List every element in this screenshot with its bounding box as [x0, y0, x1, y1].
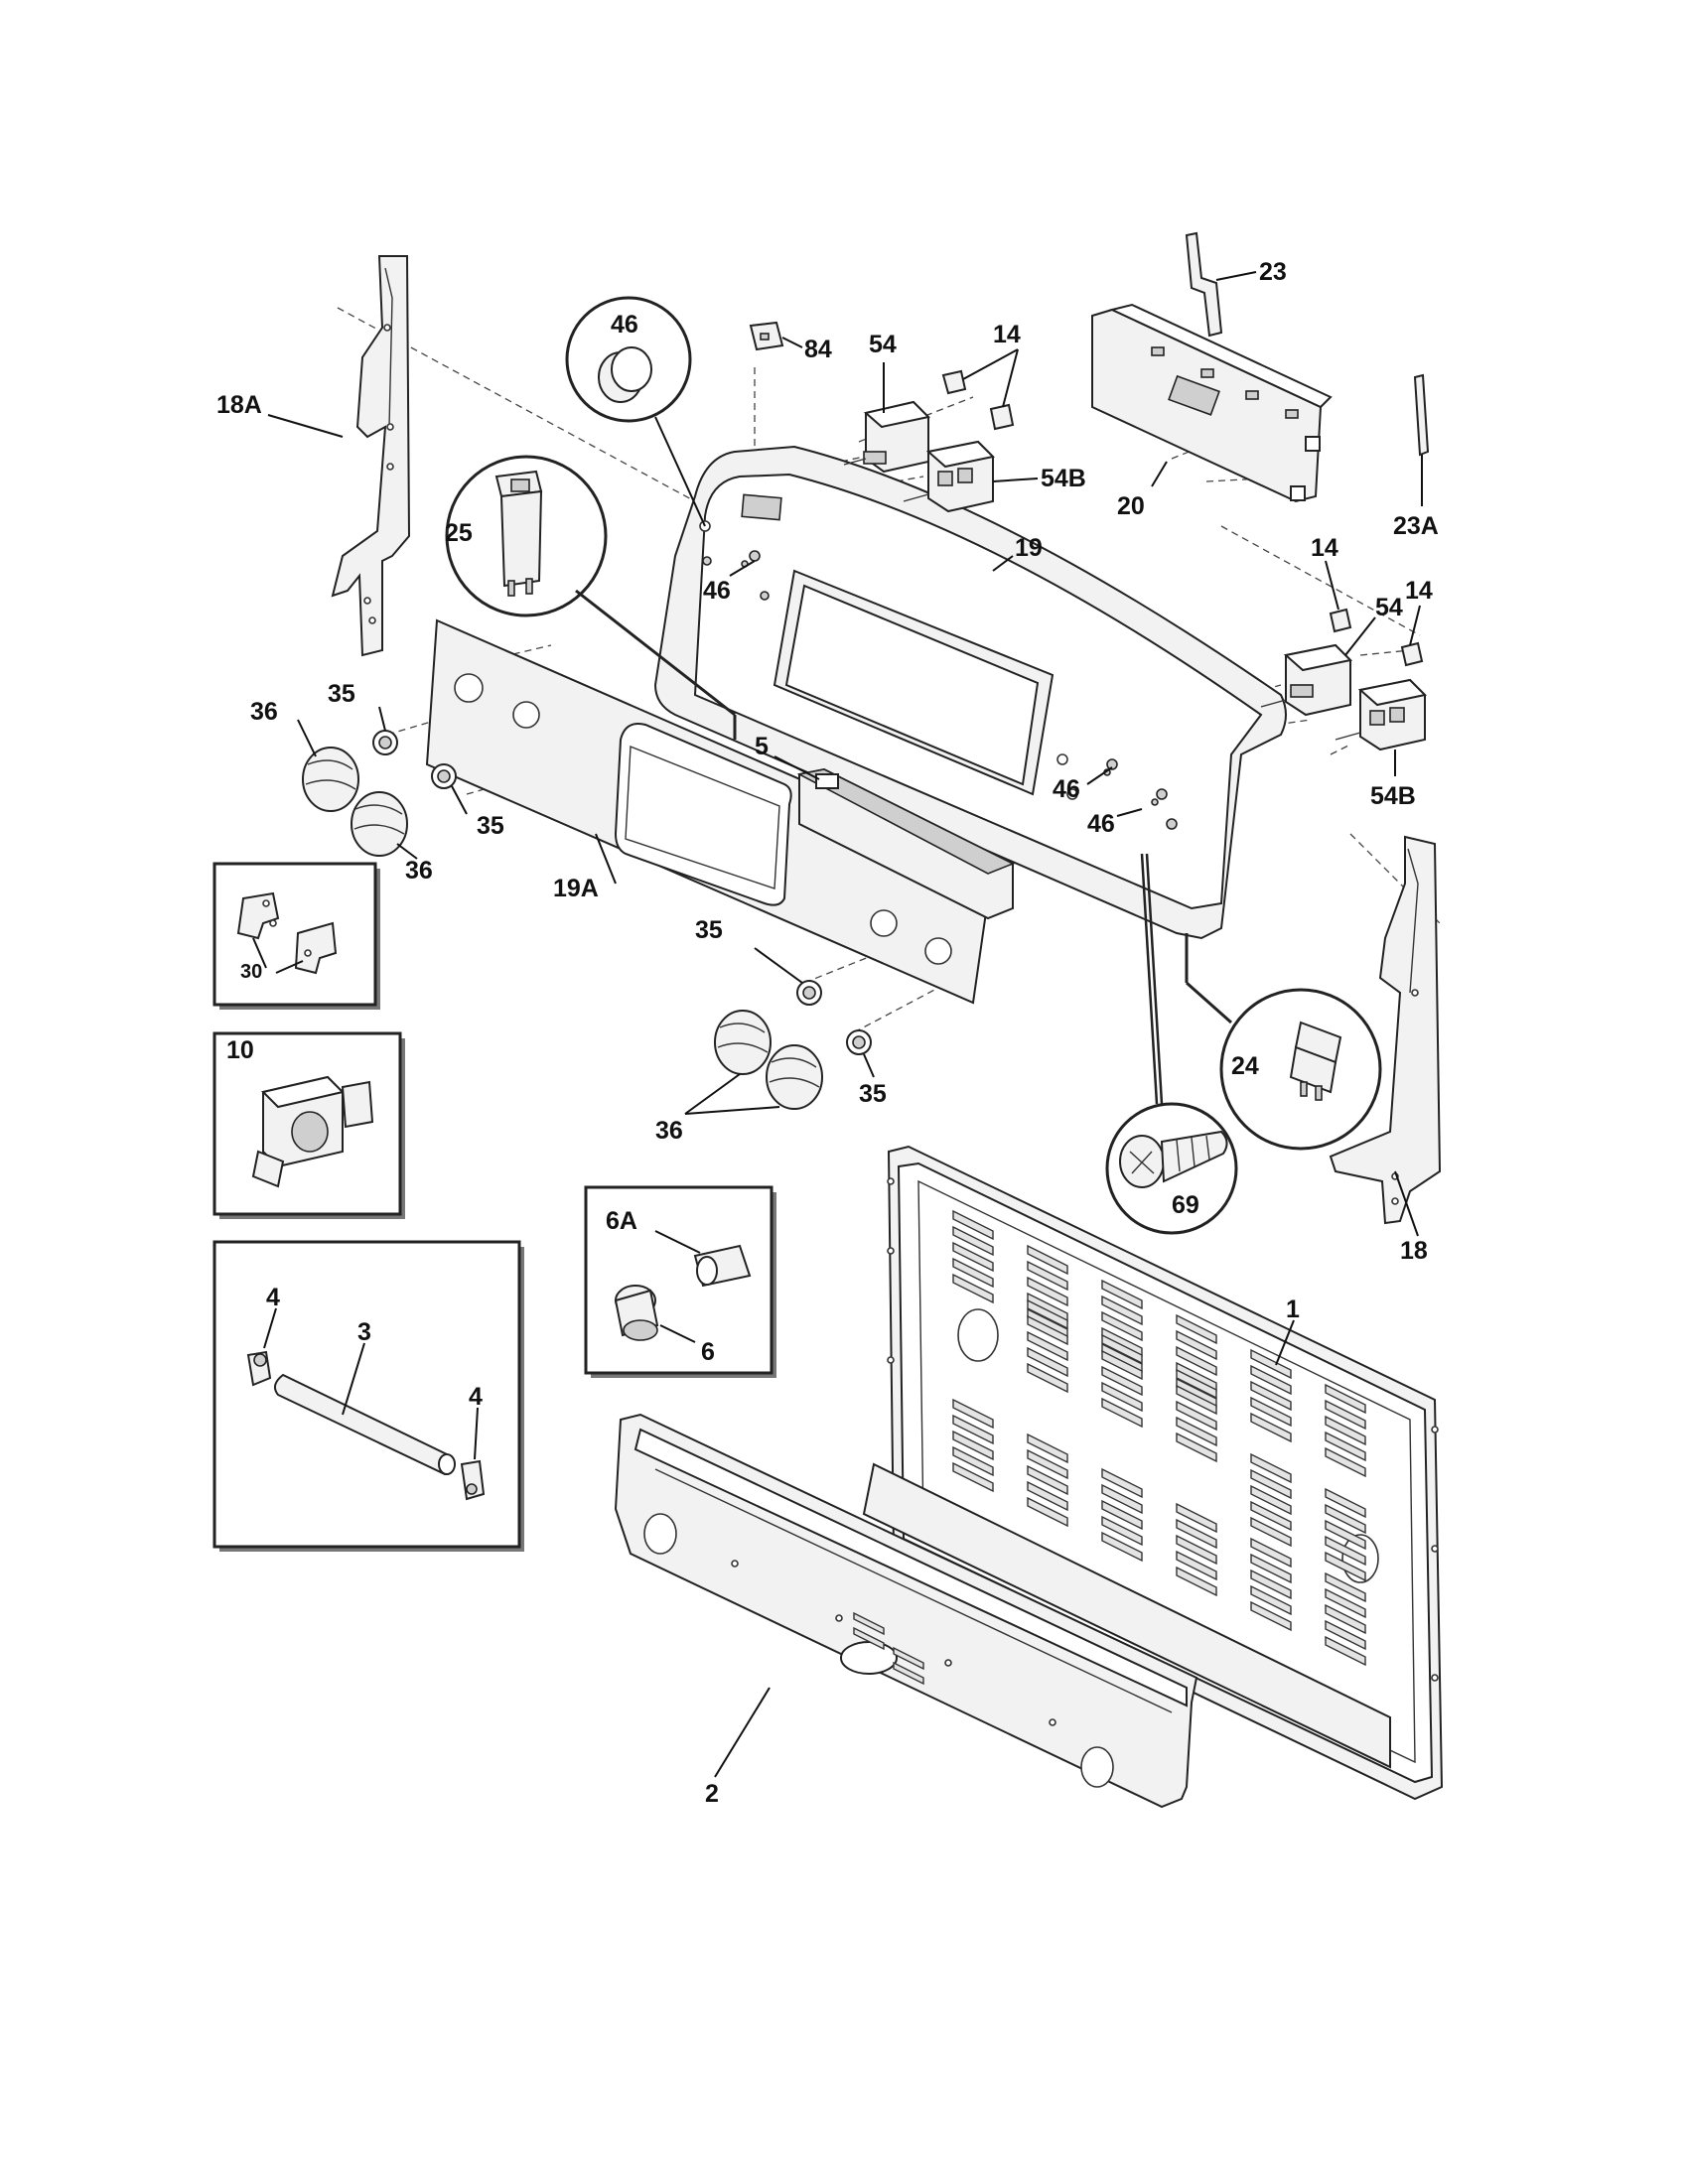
label-54-lower: 54: [1375, 594, 1403, 621]
label-6: 6: [701, 1338, 715, 1366]
terminal-14-upper: [941, 348, 1019, 431]
rear-panel-1: [862, 1145, 1444, 1801]
bracket-23: [1185, 231, 1257, 338]
control-panel-19: [653, 445, 1287, 940]
label-36-upper-left: 36: [250, 698, 278, 726]
label-46-right-b: 46: [1087, 810, 1115, 838]
label-2: 2: [705, 1780, 719, 1808]
part-number-labels: 23 14 54 84 46 18A 54B 20 23A 25 46 19 1…: [216, 258, 1439, 1808]
label-4-right: 4: [469, 1383, 483, 1411]
vent-slots: [952, 1209, 1366, 1666]
label-19A: 19A: [553, 875, 599, 902]
callout-24: [1185, 933, 1382, 1151]
label-35-upper-left: 35: [328, 680, 355, 708]
switch-54-lower: [1260, 616, 1376, 717]
label-14-upper: 14: [993, 321, 1021, 348]
label-3: 3: [357, 1318, 371, 1346]
label-46-right-a: 46: [1053, 775, 1080, 803]
label-54-upper: 54: [869, 331, 897, 358]
label-35-upper-right: 35: [477, 812, 504, 840]
label-4-left: 4: [266, 1284, 280, 1311]
callout-25: [445, 455, 737, 740]
control-board-20: [1091, 303, 1333, 503]
trim-2: [614, 1413, 1198, 1809]
box-6-6A: [584, 1185, 776, 1378]
label-14-lower-right: 14: [1405, 577, 1433, 605]
label-18A: 18A: [216, 391, 262, 419]
label-25: 25: [445, 519, 473, 547]
label-46-panel: 46: [703, 577, 731, 605]
label-6A: 6A: [606, 1207, 637, 1235]
label-20: 20: [1117, 492, 1145, 520]
label-24: 24: [1231, 1052, 1259, 1080]
overlay-19A: [425, 618, 995, 1005]
label-46-callout: 46: [611, 311, 638, 339]
box-30: [212, 862, 380, 1010]
callout-46: [565, 296, 706, 527]
label-36-upper-right: 36: [405, 857, 433, 885]
box-3-4: [212, 1240, 524, 1552]
label-18: 18: [1400, 1237, 1428, 1265]
label-36-lower: 36: [655, 1117, 683, 1145]
label-19: 19: [1015, 534, 1043, 562]
switch-54B-lower: [1335, 678, 1428, 776]
label-54B-lower: 54B: [1370, 782, 1416, 810]
label-5: 5: [755, 733, 769, 760]
label-14-lower-left: 14: [1311, 534, 1338, 562]
switch-54B-upper: [903, 440, 1039, 513]
label-35-lower-right: 35: [859, 1080, 887, 1108]
switch-54-upper: [843, 362, 931, 474]
label-54B-upper: 54B: [1041, 465, 1086, 492]
label-35-lower-left: 35: [695, 916, 723, 944]
label-23: 23: [1259, 258, 1287, 286]
label-10: 10: [226, 1036, 254, 1064]
bracket-23A: [1413, 373, 1430, 506]
bracket-18: [1329, 835, 1442, 1237]
callout-69: [1105, 853, 1238, 1235]
screws-46: [702, 550, 1178, 830]
knobs-and-bezels: [297, 706, 875, 1115]
bracket-18A: [267, 255, 411, 657]
label-30: 30: [240, 961, 262, 983]
bracket-5: [774, 755, 1015, 920]
label-1: 1: [1286, 1296, 1300, 1323]
label-84: 84: [804, 336, 832, 363]
label-23A: 23A: [1393, 512, 1439, 540]
terminal-14-lower: [1325, 560, 1424, 667]
box-10: [212, 1031, 405, 1219]
label-69: 69: [1172, 1191, 1199, 1219]
clip-84: [749, 321, 803, 351]
